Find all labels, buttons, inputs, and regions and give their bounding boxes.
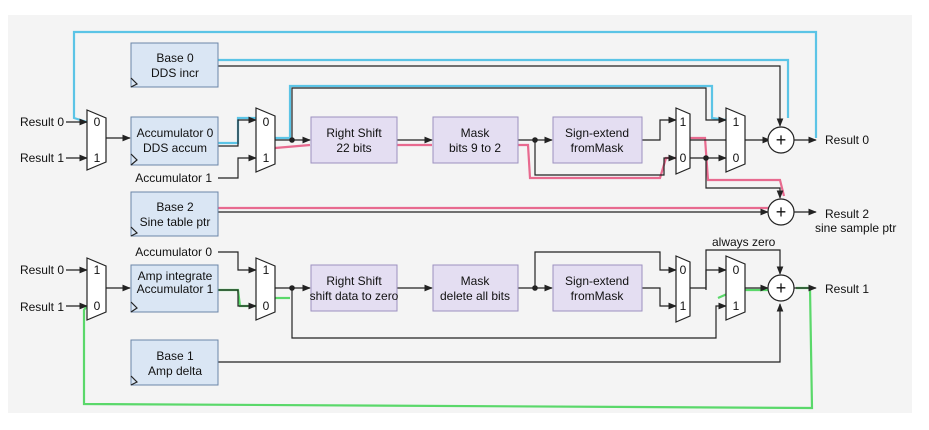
adder-result1-symbol: + [776, 278, 787, 298]
amp-integrate-block: Amp integrate Accumulator 1 [130, 264, 219, 313]
sext-bot-subtitle: fromMask [571, 289, 625, 303]
mux-bot-out-label-a: 0 [733, 263, 740, 277]
amp-integrate-title: Amp integrate [138, 269, 213, 283]
input-accumulator1-label: Accumulator 1 [135, 171, 212, 185]
mask-bot-block: Mask delete all bits [432, 264, 519, 312]
acc0-block: Accumulator 0 DDS accum [130, 116, 219, 166]
mux-bot-input: 1 0 [86, 257, 107, 321]
mux-bot-sext-label-b: 1 [680, 299, 687, 313]
base2-subtitle: Sine table ptr [140, 215, 211, 229]
output-result2-desc: sine sample ptr [815, 221, 896, 235]
output-result0: Result 0 [825, 133, 869, 147]
mux-top-sext: 1 0 [675, 107, 691, 175]
rshift-bot-block: Right Shift shift data to zero [310, 264, 399, 312]
input-result1-bottom: Result 1 [20, 300, 64, 314]
mux-bot-sext: 0 1 [675, 255, 691, 323]
rshift-top-block: Right Shift 22 bits [310, 116, 398, 164]
base2-title: Base 2 [156, 200, 194, 214]
mux-top-sext-label-b: 0 [680, 151, 687, 165]
mux-top-out-label-a: 1 [733, 115, 740, 129]
base2-block: Base 2 Sine table ptr [130, 191, 219, 237]
adder-result1: + [767, 274, 795, 302]
base1-subtitle: Amp delta [148, 364, 202, 378]
sext-bot-title: Sign-extend [565, 274, 629, 288]
mux-top-out: 1 0 [725, 107, 746, 173]
mux-bot-sext-label-a: 0 [680, 263, 687, 277]
input-result0-top: Result 0 [20, 115, 64, 129]
base0-title: Base 0 [156, 51, 194, 65]
mux-top-select: 0 1 [255, 107, 276, 173]
mux-top-select-label-b: 1 [263, 151, 270, 165]
sext-bot-block: Sign-extend fromMask [552, 264, 643, 312]
output-result2: Result 2 [825, 207, 869, 221]
mask-bot-title: Mask [461, 274, 491, 288]
adder-result0-symbol: + [776, 130, 787, 150]
input-result1-top: Result 1 [20, 151, 64, 165]
mask-bot-subtitle: delete all bits [440, 289, 510, 303]
mux-bot-select-label-a: 1 [263, 263, 270, 277]
input-accumulator0-label: Accumulator 0 [135, 245, 212, 259]
amp-integrate-subtitle: Accumulator 1 [137, 282, 214, 296]
rshift-bot-title: Right Shift [326, 274, 382, 288]
mux-top-select-label-a: 0 [263, 115, 270, 129]
sext-top-title: Sign-extend [565, 126, 629, 140]
mux-bot-select: 1 0 [255, 257, 276, 321]
mux-bot-out-label-b: 1 [733, 299, 740, 313]
wires [66, 65, 817, 363]
mux-top-input-label-a: 0 [94, 115, 101, 129]
sext-top-subtitle: fromMask [571, 141, 625, 155]
always-zero-note: always zero [712, 235, 776, 249]
mux-bot-input-label-b: 0 [94, 299, 101, 313]
acc0-title: Accumulator 0 [137, 126, 214, 140]
sext-top-block: Sign-extend fromMask [552, 116, 643, 164]
mux-top-out-label-b: 0 [733, 151, 740, 165]
mask-top-title: Mask [461, 126, 491, 140]
base0-block: Base 0 DDS incr [130, 42, 219, 88]
acc0-subtitle: DDS accum [143, 141, 207, 155]
mask-top-subtitle: bits 9 to 2 [449, 141, 501, 155]
mux-top-input: 0 1 [86, 109, 107, 171]
rshift-top-title: Right Shift [326, 126, 382, 140]
base1-title: Base 1 [156, 349, 194, 363]
mux-top-input-label-b: 1 [94, 151, 101, 165]
mux-top-sext-label-a: 1 [680, 115, 687, 129]
mux-bot-input-label-a: 1 [94, 263, 101, 277]
rshift-top-subtitle: 22 bits [336, 141, 371, 155]
output-result1: Result 1 [825, 282, 869, 296]
input-result0-bottom: Result 0 [20, 263, 64, 277]
base1-block: Base 1 Amp delta [130, 339, 219, 386]
mask-top-block: Mask bits 9 to 2 [432, 116, 519, 164]
adder-result2: + [767, 198, 795, 226]
mux-bot-out: 0 1 [725, 255, 746, 321]
adder-result0: + [767, 126, 795, 154]
rshift-bot-subtitle: shift data to zero [310, 289, 399, 303]
base0-subtitle: DDS incr [151, 66, 199, 80]
adder-result2-symbol: + [776, 202, 787, 222]
mux-bot-select-label-b: 0 [263, 299, 270, 313]
